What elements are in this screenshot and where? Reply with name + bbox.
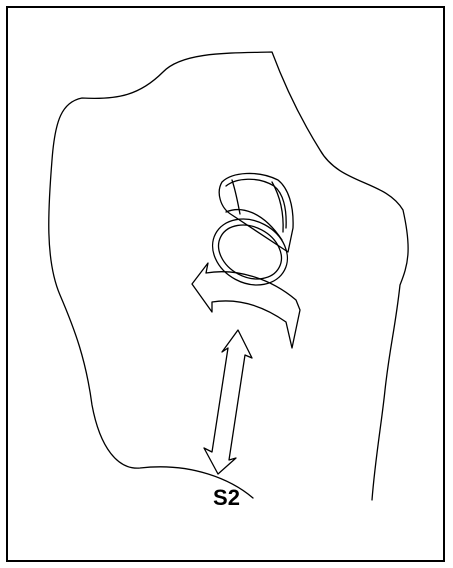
- figure-label: S2: [0, 485, 453, 511]
- probe-icon: [201, 173, 299, 297]
- translation-arrow-icon: [204, 330, 252, 474]
- rotation-arrow-icon: [192, 263, 300, 348]
- body-outline: [49, 52, 408, 500]
